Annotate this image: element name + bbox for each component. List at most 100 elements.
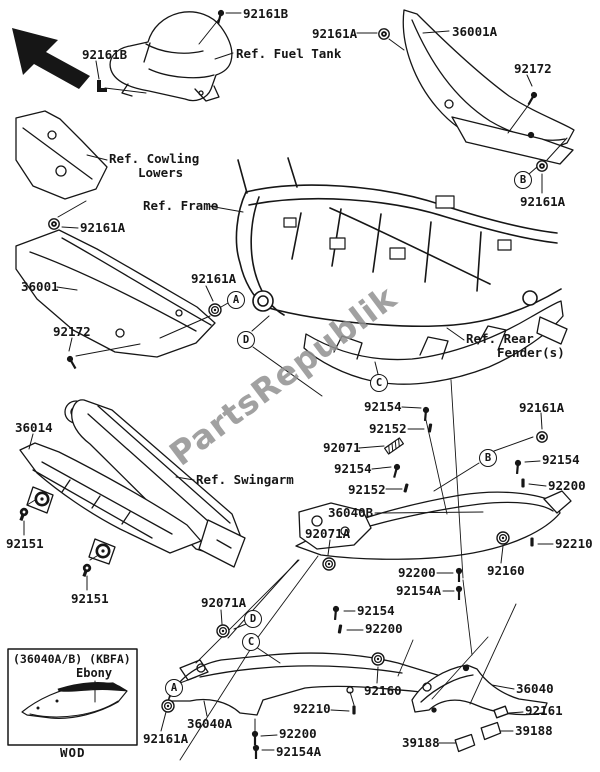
pin-fastener-icon (530, 537, 534, 547)
part-number-label: 92200 (365, 621, 403, 636)
detail-marker-C: C (370, 374, 388, 392)
part-number-label: 92161A (520, 194, 566, 209)
part-number-label: 36040B (328, 505, 374, 520)
grommet-fastener-icon (208, 303, 222, 317)
nut-fastener-icon (536, 431, 548, 443)
part-number-label: 92200 (279, 726, 317, 741)
part-number-label: 92154A (396, 583, 442, 598)
pin-fastener-icon (352, 705, 356, 715)
bushing-fastener-icon (34, 491, 50, 507)
grommet-fastener-icon (371, 652, 385, 666)
part-number-label: 92071 (323, 440, 361, 455)
detail-marker-A: A (227, 291, 245, 309)
pin-fastener-icon (521, 478, 525, 488)
flag-fastener-icon (480, 721, 502, 741)
part-number-label: 92160 (364, 683, 402, 698)
part-number-label: 92161 (525, 703, 563, 718)
part-number-label: 36001 (21, 279, 59, 294)
part-number-label: 92161A (312, 26, 358, 41)
detail-marker-B: B (479, 449, 497, 467)
part-number-label: 92152 (369, 421, 407, 436)
part-number-label: 92161B (243, 6, 289, 21)
grommet-fastener-icon (161, 699, 175, 713)
part-number-label: 36040 (516, 681, 554, 696)
part-number-label: 92154 (334, 461, 372, 476)
part-number-label: 92200 (398, 565, 436, 580)
part-number-label: 36040A (187, 716, 233, 731)
ref-label: Ref. Swingarm (196, 472, 294, 487)
part-number-label: 36014 (15, 420, 53, 435)
screw-fastener-icon (393, 463, 401, 478)
detail-marker-D: D (237, 331, 255, 349)
part-number-label: 39188 (402, 735, 440, 750)
part-number-label: 92071A (305, 526, 351, 541)
flag-fastener-icon (454, 733, 476, 753)
part-number-label: 92151 (6, 536, 44, 551)
swingarm-drawing (64, 399, 246, 568)
screw-fastener-icon (251, 730, 259, 745)
part-number-label: 36001A (452, 24, 498, 39)
part-number-label: 92161B (82, 47, 128, 62)
bolt-fastener-icon (19, 507, 29, 522)
part-number-label: 92210 (293, 701, 331, 716)
seat-cover-assembly-drawing (295, 490, 572, 560)
detail-marker-D: D (244, 610, 262, 628)
detail-marker-C: C (242, 633, 260, 651)
nut-fastener-icon (378, 28, 390, 40)
detail-marker-A: A (165, 679, 183, 697)
grommet-fastener-icon (216, 624, 230, 638)
part-number-label: 92071A (201, 595, 247, 610)
screw-fastener-icon (252, 744, 260, 759)
part-number-label: 92154 (364, 399, 402, 414)
part-number-label: 92161A (191, 271, 237, 286)
pin-fastener-icon (403, 483, 409, 493)
ref-label: Ref. Cowling (109, 151, 200, 166)
cowling-lowers-drawing (15, 110, 108, 200)
part-number-label: 92154A (276, 744, 322, 759)
grommet-fastener-icon (496, 531, 510, 545)
screw-fastener-icon (422, 406, 430, 422)
part-number-label: 92172 (53, 324, 91, 339)
part-number-label: 92210 (555, 536, 593, 551)
inset-title: (36040A/B) (KBFA) (13, 652, 131, 666)
part-number-label: 92200 (548, 478, 586, 493)
nut-fastener-icon (48, 218, 60, 230)
bolt-fastener-icon (82, 563, 92, 578)
pin-fastener-icon (337, 624, 343, 634)
damper-fastener-icon (384, 437, 404, 455)
screw-fastener-icon (66, 355, 77, 370)
clamp-fastener-icon (97, 80, 107, 92)
inset-color-name: Ebony (76, 666, 113, 680)
inset-color-code: WOD (60, 745, 86, 760)
fastener-icons (19, 9, 548, 759)
part-number-label: 92160 (487, 563, 525, 578)
ref-label: Ref. Frame (143, 198, 219, 213)
fuel-tank-drawing (109, 11, 233, 102)
pin-fastener-icon (427, 423, 433, 433)
clip-fastener-icon (493, 705, 509, 719)
ref-label: Ref. Rear (466, 331, 534, 346)
screw-fastener-icon (332, 605, 340, 621)
side-cover-left-drawing (15, 229, 216, 358)
part-number-label: 92161A (143, 731, 189, 746)
screw-fastener-icon (527, 91, 538, 106)
side-cover-right-drawing (402, 9, 575, 165)
screw-fastener-icon (455, 585, 463, 600)
part-number-label: 39188 (515, 723, 553, 738)
ref-label: Fender(s) (497, 345, 565, 360)
leader-lines (23, 12, 568, 751)
part-number-label: 92154 (357, 603, 395, 618)
screw-fastener-icon (455, 567, 463, 582)
screw-fastener-icon (514, 459, 522, 475)
ref-label: Lowers (138, 165, 184, 180)
frame-drawing (235, 157, 562, 327)
part-number-label: 92161A (519, 400, 565, 415)
part-number-label: 92154 (542, 452, 580, 467)
screw-fastener-icon (217, 9, 225, 24)
part-number-label: 92172 (514, 61, 552, 76)
part-number-label: 92161A (80, 220, 126, 235)
bushing-fastener-icon (95, 543, 111, 559)
